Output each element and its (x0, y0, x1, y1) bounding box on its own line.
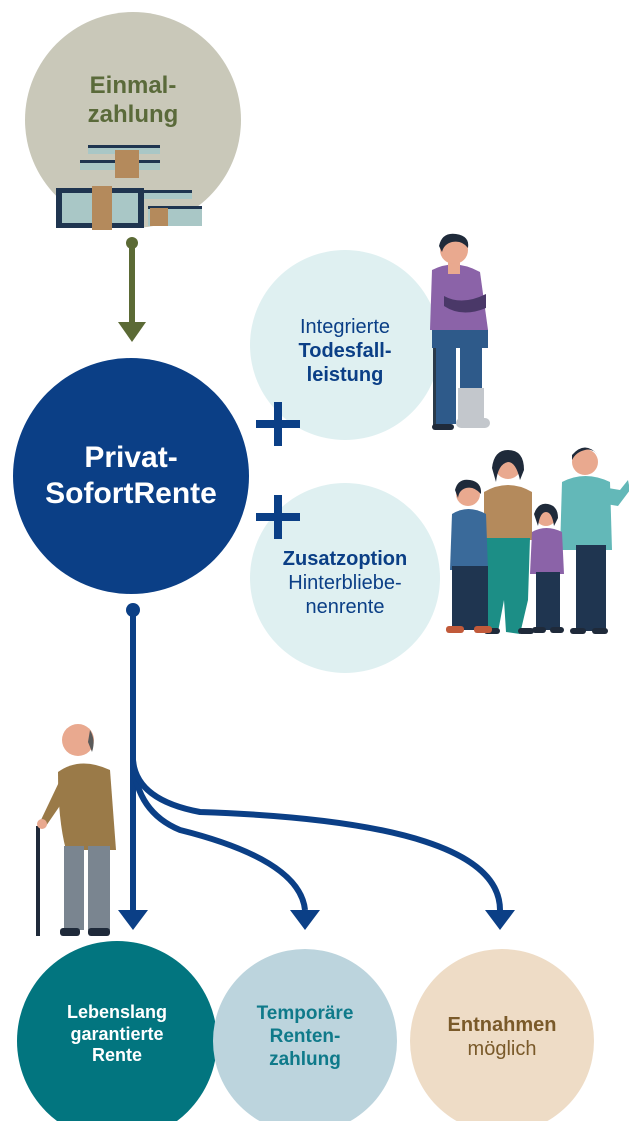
injured-person-icon (430, 233, 490, 430)
plus-icon (256, 495, 300, 539)
zusatz-line3: nenrente (305, 596, 385, 618)
outcome-circle-temporaer (213, 949, 397, 1121)
elderly-person-icon (36, 724, 116, 936)
outcome-circle-entnahmen (410, 949, 594, 1121)
outcome2-line2: Renten- (269, 1025, 341, 1047)
main-line2: SofortRente (45, 477, 217, 510)
outcome-label-entnahmen: Entnahmen möglich (427, 1013, 577, 1061)
einmal-line1: Einmal- (89, 72, 177, 99)
todesfall-circle (250, 250, 440, 440)
main-line1: Privat- (84, 441, 178, 474)
outcome1-line1: Lebenslang (66, 1002, 168, 1022)
arrow-head-2 (290, 910, 320, 930)
outcome-label-temporaer: Temporäre Renten- zahlung (230, 1003, 380, 1071)
todesfall-label: Integrierte Todesfall- leistung (275, 315, 415, 387)
zusatz-label: Zusatzoption Hinterbliebe- nenrente (275, 547, 415, 619)
money-stack-icon (56, 145, 202, 230)
arrow-head-3 (485, 910, 515, 930)
outcome2-line3: zahlung (269, 1048, 341, 1070)
todesfall-line1: Integrierte (299, 316, 391, 338)
outcome-circle-lebenslang (17, 941, 217, 1121)
einmalzahlung-circle (25, 12, 241, 228)
todesfall-line2: Todesfall- (298, 340, 392, 362)
family-icon (446, 447, 629, 634)
privat-sofortrente-label: Privat- SofortRente (31, 440, 231, 512)
einmal-arrow-dot (126, 237, 138, 249)
zusatz-line1: Zusatzoption (282, 548, 408, 570)
outcome-label-lebenslang: Lebenslang garantierte Rente (37, 1002, 197, 1067)
arrow-head-1 (118, 910, 148, 930)
outcome2-line1: Temporäre (256, 1003, 354, 1024)
outcome3-line2: möglich (467, 1038, 537, 1060)
outcome1-line2: garantierte (70, 1023, 164, 1044)
zusatz-circle (250, 483, 440, 673)
outcome1-line3: Rente (91, 1045, 142, 1066)
einmal-line2: zahlung (87, 100, 179, 128)
plus-icon (256, 402, 300, 446)
zusatz-line2: Hinterbliebe- (288, 572, 402, 594)
einmalzahlung-label: Einmal- zahlung (53, 72, 213, 130)
todesfall-line3: leistung (306, 364, 384, 386)
outcome3-line1: Entnahmen (447, 1014, 557, 1036)
flow-lines (130, 612, 503, 911)
privat-sofortrente-circle (13, 358, 249, 594)
flow-start-dot (126, 603, 140, 617)
einmal-arrow-head (118, 322, 146, 342)
